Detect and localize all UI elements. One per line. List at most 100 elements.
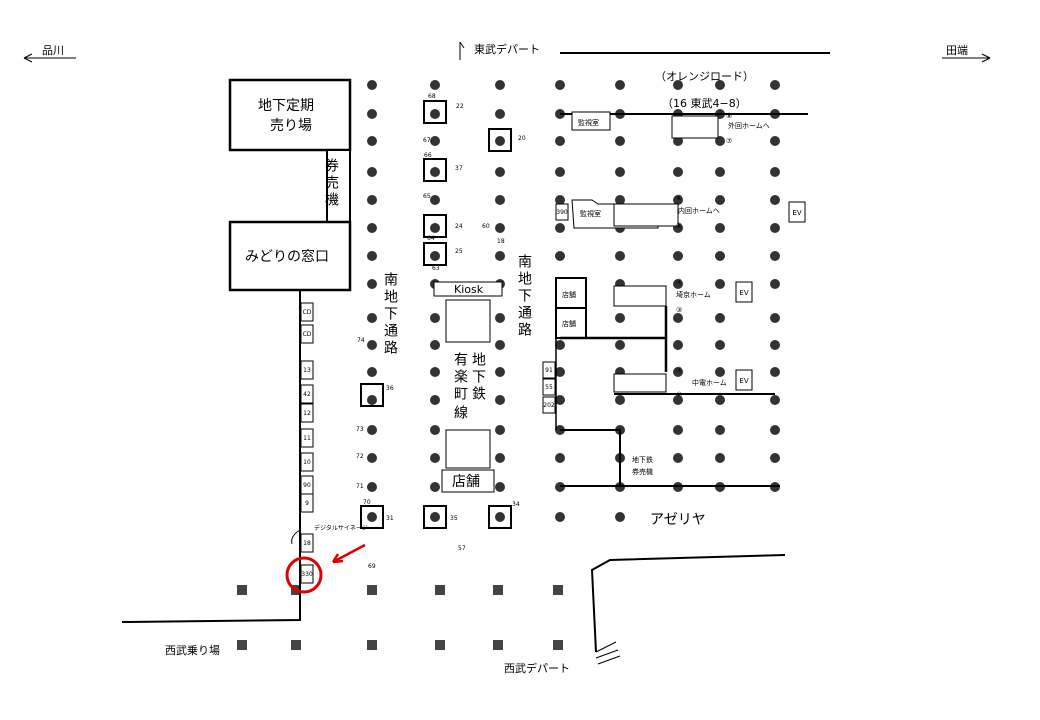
- pillar: [770, 340, 780, 350]
- pillar: [237, 640, 247, 650]
- svg-text:⑥: ⑥: [676, 194, 682, 202]
- ev-box: [735, 281, 753, 303]
- pillar: [430, 109, 440, 119]
- pillar-number: 69: [368, 563, 376, 570]
- pillar: [673, 251, 683, 261]
- pillar-number: 31: [386, 515, 394, 522]
- pillar: [615, 80, 625, 90]
- pillar: [435, 585, 445, 595]
- azeriya-label: アゼリヤ: [650, 512, 706, 528]
- pillar: [553, 585, 563, 595]
- pillar: [493, 640, 503, 650]
- pillar: [430, 425, 440, 435]
- ev-label: EV: [792, 209, 801, 217]
- pillar: [430, 482, 440, 492]
- pillar: [673, 313, 683, 323]
- direction-tobu-dept: 東武デパート: [459, 41, 830, 60]
- pillar: [430, 367, 440, 377]
- pillar: [555, 512, 565, 522]
- pillar: [495, 251, 505, 261]
- pillar: [770, 223, 780, 233]
- pillar: [495, 313, 505, 323]
- pillar: [673, 453, 683, 463]
- svg-text:②: ②: [676, 366, 682, 374]
- seibu-dept-label: 西武デパート: [504, 661, 570, 675]
- pillar: [673, 367, 683, 377]
- pillar: [715, 340, 725, 350]
- pillar: [495, 482, 505, 492]
- pillar: [715, 195, 725, 205]
- svg-text:監視室: 監視室: [578, 118, 599, 127]
- pillar: [555, 167, 565, 177]
- pillar: [673, 340, 683, 350]
- pillar: [367, 80, 377, 90]
- pillar: [673, 80, 683, 90]
- sign-s91: [542, 361, 556, 379]
- pillar-number: 22: [456, 103, 464, 110]
- pillar-number: 68: [428, 93, 436, 100]
- pillar-box: [423, 505, 447, 529]
- pillar: [715, 279, 725, 289]
- sign-label: 10: [303, 459, 311, 466]
- pillar: [770, 395, 780, 405]
- sign-cd1: [300, 302, 314, 322]
- sign-cd2: [300, 324, 314, 344]
- sign-label: CD: [303, 331, 312, 338]
- pillar-box: [360, 383, 384, 407]
- pillar: [615, 512, 625, 522]
- pillar: [715, 251, 725, 261]
- svg-text:Kiosk: Kiosk: [454, 283, 484, 296]
- pillar: [673, 425, 683, 435]
- pillar: [615, 340, 625, 350]
- pillar: [555, 340, 565, 350]
- direction-shinagawa: 品川: [23, 44, 76, 63]
- pillar: [367, 367, 377, 377]
- pillar: [367, 167, 377, 177]
- pillar: [430, 340, 440, 350]
- pillar: [555, 251, 565, 261]
- pillar: [495, 453, 505, 463]
- pillar-number: 63: [432, 265, 440, 272]
- sign-s10: [300, 452, 314, 472]
- pillar: [237, 585, 247, 595]
- pillar: [367, 425, 377, 435]
- south-passage-right: 南地下通路: [516, 254, 532, 339]
- pillar: [555, 367, 565, 377]
- svg-text:店舗: 店舗: [452, 474, 480, 490]
- highlight-circle: [285, 556, 323, 594]
- pillar-number: 57: [458, 545, 466, 552]
- pillar: [430, 223, 440, 233]
- pillar: [673, 395, 683, 405]
- svg-text:店舗: 店舗: [562, 319, 576, 328]
- pillar: [715, 167, 725, 177]
- commuter-pass-office: [228, 78, 352, 152]
- pillar: [430, 195, 440, 205]
- sign-s390: [555, 203, 569, 221]
- pillar: [367, 640, 377, 650]
- pillar: [770, 167, 780, 177]
- sign-s18: [300, 533, 314, 553]
- pillar-number: 18: [497, 238, 505, 245]
- sign-s9: [300, 493, 314, 513]
- ev-label: EV: [739, 377, 748, 385]
- pillar-number: 72: [356, 453, 364, 460]
- pillar: [435, 640, 445, 650]
- pillar: [291, 640, 301, 650]
- svg-text:線: 線: [452, 405, 468, 422]
- pillar-box: [423, 214, 447, 238]
- sign-label: 202: [543, 402, 555, 409]
- pillar-number: 74: [357, 337, 365, 344]
- pillar: [770, 313, 780, 323]
- pillar-number: 70: [363, 499, 371, 506]
- pillar: [715, 425, 725, 435]
- pillar: [430, 80, 440, 90]
- pillar: [770, 136, 780, 146]
- pillar-number: 24: [455, 223, 463, 230]
- pillar: [673, 279, 683, 289]
- pillar-number: 66: [424, 152, 432, 159]
- svg-text:埼京ホーム: 埼京ホーム: [676, 290, 711, 299]
- pillar: [430, 313, 440, 323]
- pillar: [555, 453, 565, 463]
- svg-text:売り場: 売り場: [270, 118, 312, 134]
